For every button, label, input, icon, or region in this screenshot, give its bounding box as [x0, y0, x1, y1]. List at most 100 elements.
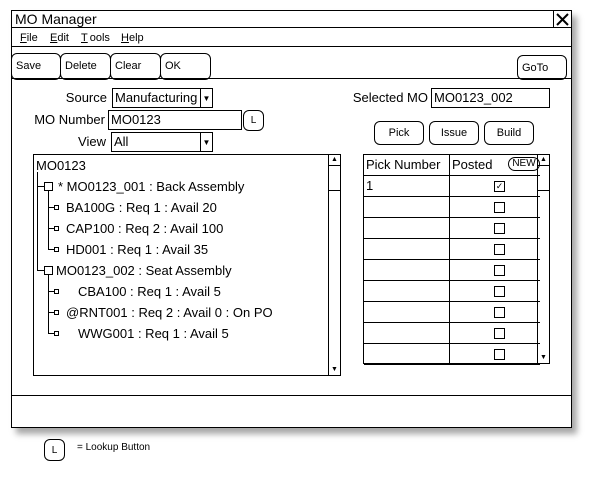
tree-line	[48, 191, 49, 250]
menu-file-label: ile	[26, 32, 38, 44]
posted-checkbox[interactable]	[494, 349, 505, 360]
tree-line	[37, 270, 45, 271]
leaf-icon	[54, 289, 59, 294]
tree-node-wwg001[interactable]: WWG001 : Req 1 : Avail 5	[78, 326, 229, 341]
tree-root[interactable]: MO0123	[36, 158, 86, 173]
expand-box-icon[interactable]	[44, 266, 53, 275]
tree-node-rnt001[interactable]: @RNT001 : Req 2 : Avail 0 : On PO	[66, 305, 273, 320]
chevron-down-icon[interactable]: ▼	[200, 89, 212, 107]
scroll-down-arrow-icon[interactable]: ▼	[331, 366, 338, 373]
posted-checkbox[interactable]	[494, 307, 505, 318]
tree-node-cba100[interactable]: CBA100 : Req 1 : Avail 5	[78, 284, 221, 299]
menu-tools-label: ools	[89, 32, 110, 44]
status-bar	[11, 396, 572, 427]
chevron-down-icon[interactable]: ▼	[200, 133, 212, 151]
menu-bar	[11, 28, 572, 47]
scroll-thumb[interactable]	[538, 165, 549, 191]
scroll-down-arrow-icon[interactable]: ▼	[540, 354, 547, 361]
view-value: All	[114, 134, 129, 149]
posted-checkbox[interactable]	[494, 202, 505, 213]
pick-number-cell[interactable]	[364, 239, 450, 260]
close-button[interactable]	[553, 10, 572, 28]
posted-checkbox[interactable]	[494, 244, 505, 255]
menu-help[interactable]: Help	[121, 31, 144, 45]
pick-number-cell[interactable]	[364, 323, 450, 344]
ok-button[interactable]: OK	[160, 53, 211, 80]
leaf-icon	[54, 205, 59, 210]
view-select[interactable]: All ▼	[111, 132, 213, 152]
column-header-posted[interactable]: Posted	[450, 155, 540, 176]
scroll-up-arrow-icon[interactable]: ▲	[540, 156, 547, 163]
tree-node-hd001[interactable]: HD001 : Req 1 : Avail 35	[66, 242, 209, 257]
lookup-button[interactable]: L	[243, 110, 264, 131]
posted-cell	[450, 344, 540, 365]
menu-edit-label: dit	[57, 32, 69, 44]
menu-edit[interactable]: Edit	[50, 31, 69, 45]
posted-cell	[450, 218, 540, 239]
pick-number-cell[interactable]	[364, 281, 450, 302]
menu-edit-accel: E	[50, 32, 58, 44]
goto-button[interactable]: GoTo	[517, 55, 567, 80]
leaf-icon	[54, 310, 59, 315]
source-select[interactable]: Manufacturing ▼	[112, 88, 213, 108]
issue-button[interactable]: Issue	[429, 121, 479, 145]
pick-number-cell[interactable]	[364, 197, 450, 218]
posted-checkbox[interactable]	[494, 328, 505, 339]
tree-line	[37, 172, 38, 270]
pick-number-cell[interactable]: 1	[364, 176, 450, 197]
menu-file[interactable]: File	[20, 31, 38, 45]
tree-line	[48, 228, 54, 229]
menu-help-accel: H	[121, 32, 129, 44]
tree-line	[48, 275, 49, 334]
posted-cell	[450, 302, 540, 323]
posted-cell	[450, 281, 540, 302]
tree-scrollbar[interactable]: ▲ ▼	[328, 155, 340, 375]
pick-button[interactable]: Pick	[374, 121, 424, 145]
legend-lookup-button: L	[44, 439, 65, 461]
title-bar	[11, 10, 572, 28]
column-header-pick-number[interactable]: Pick Number	[364, 155, 450, 176]
posted-cell	[450, 239, 540, 260]
mo-number-label: MO Number	[34, 112, 105, 127]
posted-checkbox[interactable]	[494, 223, 505, 234]
pick-number-cell[interactable]	[364, 260, 450, 281]
selected-mo-field[interactable]: MO0123_002	[431, 88, 550, 108]
clear-button[interactable]: Clear	[110, 53, 161, 80]
mo-number-input[interactable]: MO0123	[108, 110, 242, 130]
tree-line	[37, 186, 45, 187]
build-button[interactable]: Build	[484, 121, 534, 145]
menu-tools-accel: T	[81, 32, 88, 44]
status-bar-divider	[11, 395, 572, 396]
save-button[interactable]: Save	[11, 53, 61, 80]
scroll-up-arrow-icon[interactable]: ▲	[331, 156, 338, 163]
tree-node-mo0123-001[interactable]: * MO0123_001 : Back Assembly	[58, 179, 245, 194]
posted-checkbox[interactable]: ✓	[494, 181, 505, 192]
delete-button[interactable]: Delete	[60, 53, 111, 80]
posted-checkbox[interactable]	[494, 265, 505, 276]
new-button[interactable]: NEW	[508, 157, 540, 171]
pick-grid[interactable]: Pick Number Posted NEW ▲ ▼ 1 ✓	[363, 154, 550, 365]
pick-number-cell[interactable]	[364, 344, 450, 365]
source-value: Manufacturing	[115, 90, 198, 105]
posted-cell	[450, 323, 540, 344]
expand-box-icon[interactable]	[44, 182, 53, 191]
posted-header-label: Posted	[452, 157, 493, 172]
mo-tree[interactable]: MO0123 * MO0123_001 : Back Assembly BA10…	[33, 154, 341, 376]
posted-cell: ✓	[450, 176, 540, 197]
pick-number-cell[interactable]	[364, 218, 450, 239]
menu-help-label: elp	[128, 32, 144, 44]
scroll-thumb[interactable]	[329, 165, 340, 191]
tree-line	[48, 207, 54, 208]
tree-node-ba100g[interactable]: BA100G : Req 1 : Avail 20	[66, 200, 217, 215]
tree-node-cap100[interactable]: CAP100 : Req 2 : Avail 100	[66, 221, 224, 236]
tree-node-mo0123-002[interactable]: MO0123_002 : Seat Assembly	[56, 263, 232, 278]
posted-checkbox[interactable]	[494, 286, 505, 297]
selected-mo-label: Selected MO	[352, 90, 428, 105]
menu-file-accel: F	[20, 32, 27, 44]
tree-line	[48, 249, 54, 250]
tree-line	[48, 291, 54, 292]
leaf-icon	[54, 226, 59, 231]
pick-number-cell[interactable]	[364, 302, 450, 323]
close-x-icon	[556, 12, 569, 26]
